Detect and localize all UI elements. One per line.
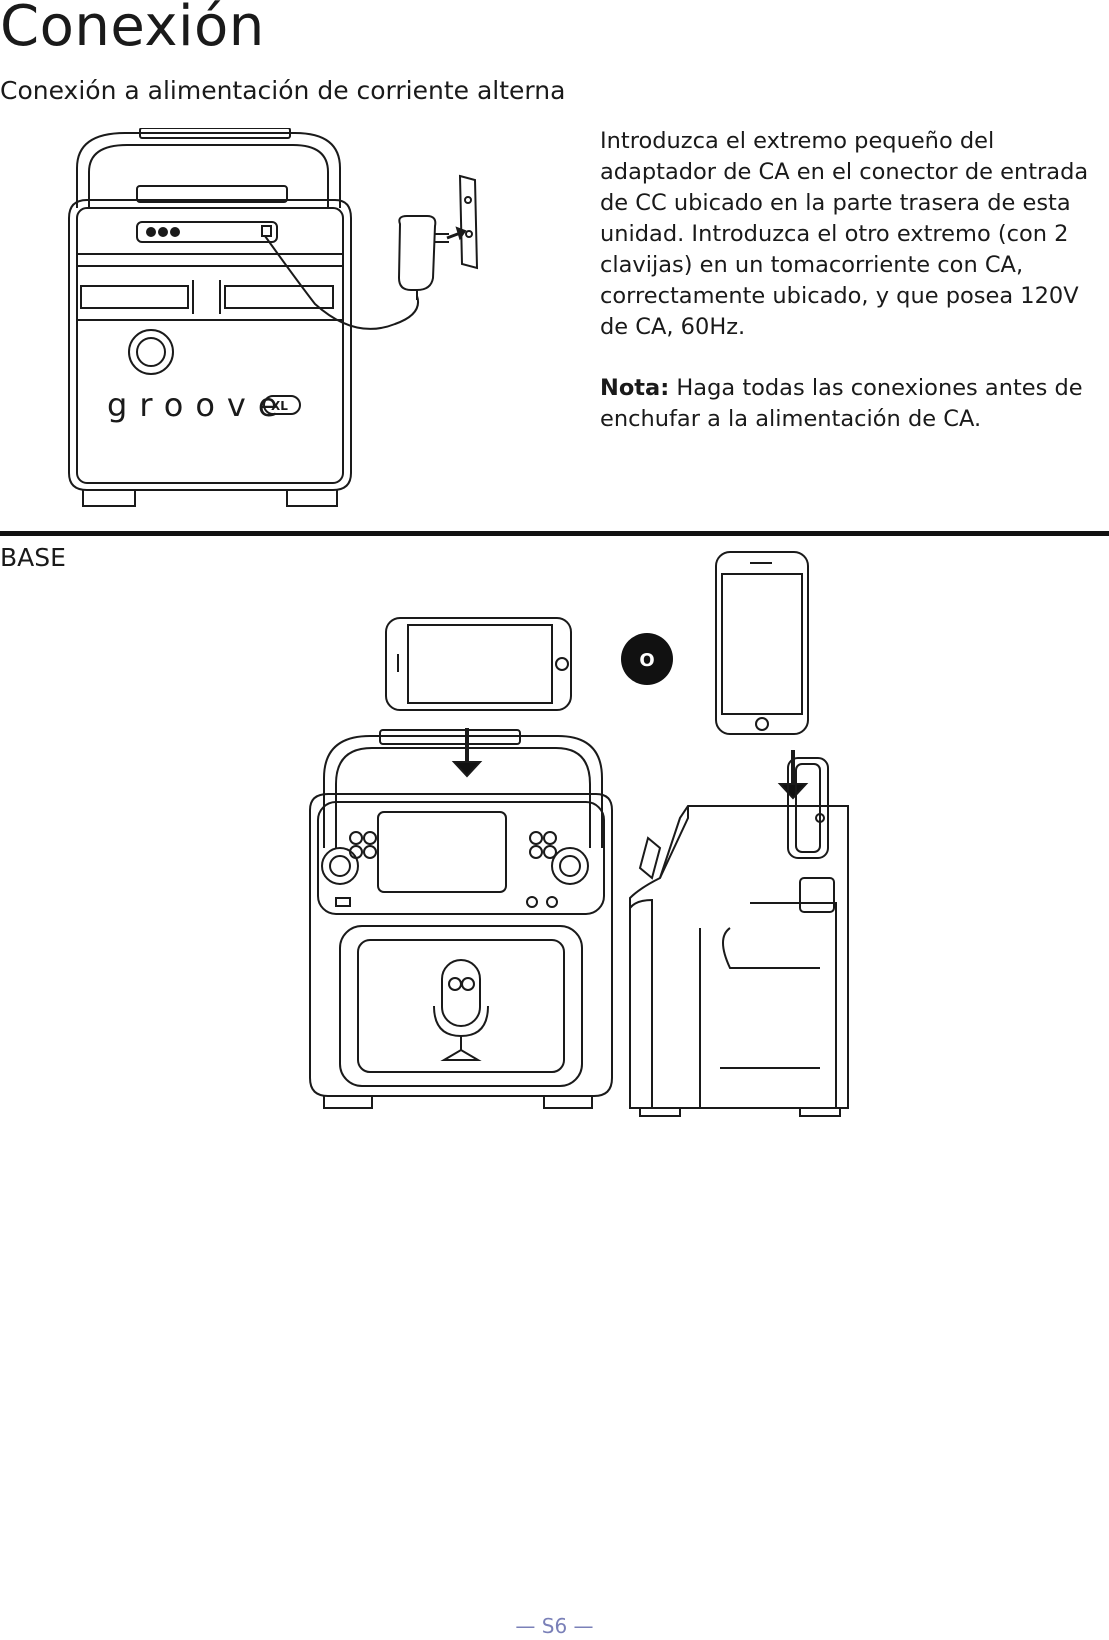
phone-placement-illustration: O [300, 548, 880, 1143]
ac-connection-illustration: groove XL [65, 128, 535, 520]
instructions-text: Introduzca el extremo pequeño del adapta… [600, 128, 1089, 340]
note-paragraph: Nota: Haga todas las conexiones antes de… [600, 373, 1105, 435]
karaoke-front-view [310, 730, 612, 1108]
instructions-block: Introduzca el extremo pequeño del adapta… [600, 126, 1105, 465]
or-badge [621, 633, 673, 685]
base-label: BASE [0, 543, 66, 572]
portrait-phone-icon [716, 552, 808, 734]
or-badge-text: O [639, 650, 654, 671]
speaker-brand-text: groove [107, 386, 290, 424]
page-title: Conexión [0, 0, 265, 59]
note-label: Nota: [600, 375, 670, 401]
note-text: Haga todas las conexiones antes de enchu… [600, 375, 1083, 432]
section-divider [0, 531, 1109, 536]
speaker-model-badge: XL [271, 399, 288, 413]
page-number: — S6 — [515, 1614, 594, 1638]
section-subtitle: Conexión a alimentación de corriente alt… [0, 76, 566, 105]
landscape-phone-icon [386, 618, 571, 710]
karaoke-side-view [630, 758, 848, 1116]
